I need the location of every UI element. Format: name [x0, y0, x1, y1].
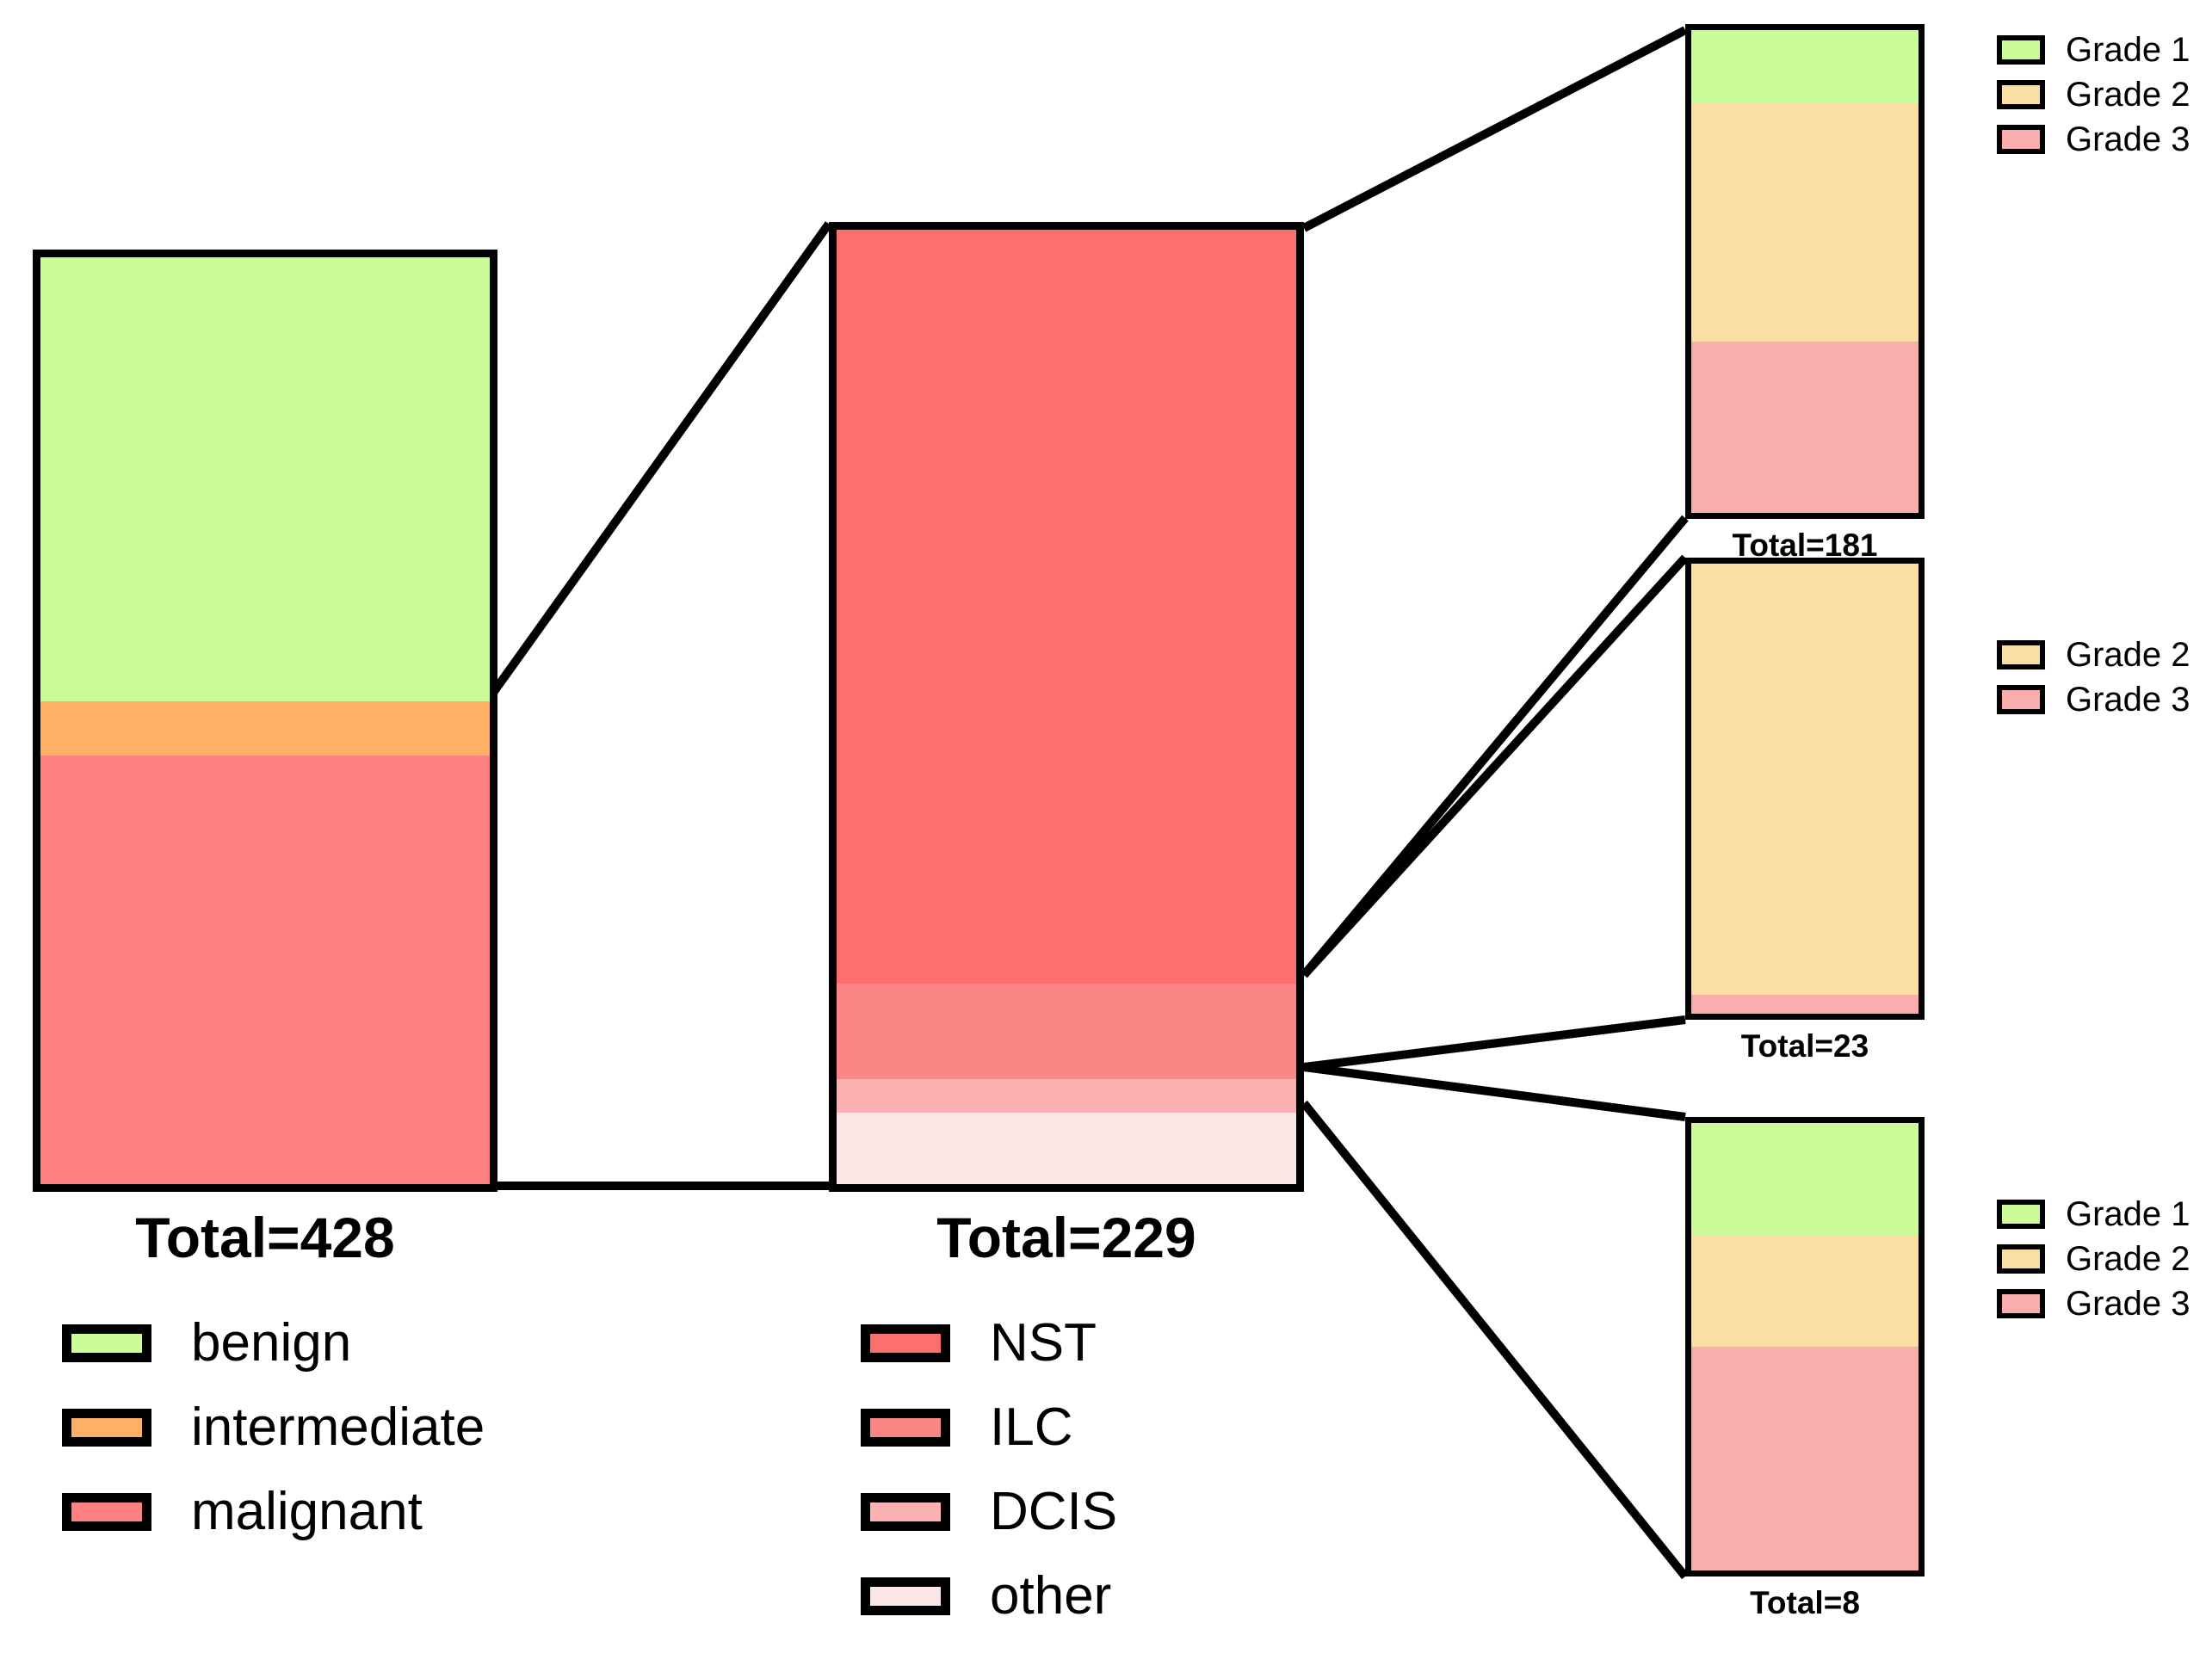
link-ilc-bottom [1303, 1015, 1686, 1071]
bar-malignant-subtypes [829, 222, 1304, 1192]
segment-ilc-grade3 [1691, 994, 1919, 1014]
legend-swatch-ilc-grade3 [1997, 685, 2045, 714]
legend-swatch-other [861, 1577, 950, 1615]
legend-swatch-nst-grade3 [1997, 125, 2045, 154]
legend-item-other: other [861, 1554, 1343, 1638]
legend-item-nst-grade1: Grade 1 [1997, 28, 2203, 72]
legend-subtypes: NST ILC DCIS other [861, 1301, 1343, 1638]
link-nst-top [1301, 26, 1688, 232]
total-label-subtypes: Total=229 [936, 1206, 1196, 1269]
segment-ilc-grade2 [1691, 564, 1919, 995]
legend-item-benign: benign [62, 1301, 596, 1385]
segment-dcis-grade1 [1691, 1123, 1919, 1235]
segment-ilc [837, 984, 1296, 1079]
legend-item-dcis: DCIS [861, 1470, 1343, 1554]
segment-nst-grade3 [1691, 342, 1919, 513]
legend-swatch-nst-grade1 [1997, 35, 2045, 65]
segment-nst-grade2 [1691, 102, 1919, 342]
segment-intermediate [40, 700, 490, 756]
segment-malignant [40, 756, 490, 1184]
bar-ilc-grades [1685, 558, 1925, 1020]
bar-dcis-grades [1685, 1117, 1925, 1577]
legend-item-malignant: malignant [62, 1470, 596, 1554]
segment-dcis-grade3 [1691, 1347, 1919, 1570]
legend-label-ilc-grade2: Grade 2 [2066, 636, 2190, 674]
link-dcis-bottom [1301, 1100, 1689, 1580]
legend-label-dcis-grade1: Grade 1 [2066, 1195, 2190, 1233]
segment-benign [40, 257, 490, 701]
legend-swatch-ilc [861, 1409, 950, 1447]
link-dcis-top [1303, 1063, 1686, 1121]
legend-grades-ilc: Grade 2 Grade 3 [1997, 632, 2203, 722]
legend-swatch-nst [861, 1324, 950, 1362]
legend-label-dcis-grade2: Grade 2 [2066, 1240, 2190, 1278]
legend-swatch-dcis-grade1 [1997, 1200, 2045, 1229]
link-nst-bottom [1301, 515, 1689, 978]
legend-grades-dcis: Grade 1 Grade 2 Grade 3 [1997, 1192, 2203, 1326]
legend-label-ilc-grade3: Grade 3 [2066, 681, 2190, 719]
legend-item-nst-grade2: Grade 2 [1997, 72, 2203, 117]
legend-swatch-nst-grade2 [1997, 80, 2045, 109]
total-label-nst: Total=181 [1732, 528, 1878, 563]
segment-other [837, 1112, 1296, 1184]
segment-nst [837, 230, 1296, 984]
legend-label-nst-grade3: Grade 3 [2066, 120, 2190, 158]
total-label-ilc: Total=23 [1740, 1028, 1869, 1064]
legend-label-benign: benign [191, 1313, 352, 1373]
legend-swatch-malignant [62, 1493, 151, 1531]
legend-item-intermediate: intermediate [62, 1385, 596, 1470]
legend-label-malignant: malignant [191, 1482, 423, 1541]
legend-label-ilc: ILC [990, 1398, 1073, 1457]
legend-swatch-dcis-grade2 [1997, 1244, 2045, 1274]
legend-swatch-benign [62, 1324, 151, 1362]
segment-dcis-grade2 [1691, 1235, 1919, 1347]
bar-nst-grades [1685, 24, 1925, 519]
legend-swatch-dcis [861, 1493, 950, 1531]
legend-item-dcis-grade3: Grade 3 [1997, 1281, 2203, 1326]
legend-grades-nst: Grade 1 Grade 2 Grade 3 [1997, 28, 2203, 162]
legend-swatch-ilc-grade2 [1997, 640, 2045, 669]
legend-label-nst: NST [990, 1313, 1097, 1373]
legend-label-other: other [990, 1566, 1112, 1626]
legend-label-intermediate: intermediate [191, 1398, 485, 1457]
legend-cohort: benign intermediate malignant [62, 1301, 596, 1554]
legend-item-ilc: ILC [861, 1385, 1343, 1470]
total-label-dcis: Total=8 [1750, 1585, 1860, 1620]
segment-dcis [837, 1079, 1296, 1113]
legend-item-dcis-grade1: Grade 1 [1997, 1192, 2203, 1237]
legend-label-nst-grade1: Grade 1 [2066, 31, 2190, 69]
total-label-cohort: Total=428 [135, 1206, 395, 1269]
link-ilc-top [1301, 554, 1689, 978]
legend-label-dcis: DCIS [990, 1482, 1118, 1541]
link-malignant-to-subtypes-top [489, 221, 833, 695]
segment-nst-grade1 [1691, 30, 1919, 102]
legend-item-ilc-grade3: Grade 3 [1997, 677, 2203, 722]
bar-cohort-total [33, 250, 497, 1192]
legend-swatch-dcis-grade3 [1997, 1289, 2045, 1318]
legend-swatch-intermediate [62, 1409, 151, 1447]
legend-label-dcis-grade3: Grade 3 [2066, 1285, 2190, 1323]
legend-item-ilc-grade2: Grade 2 [1997, 632, 2203, 677]
legend-item-nst-grade3: Grade 3 [1997, 117, 2203, 162]
legend-item-nst: NST [861, 1301, 1343, 1385]
legend-label-nst-grade2: Grade 2 [2066, 76, 2190, 114]
legend-item-dcis-grade2: Grade 2 [1997, 1237, 2203, 1281]
